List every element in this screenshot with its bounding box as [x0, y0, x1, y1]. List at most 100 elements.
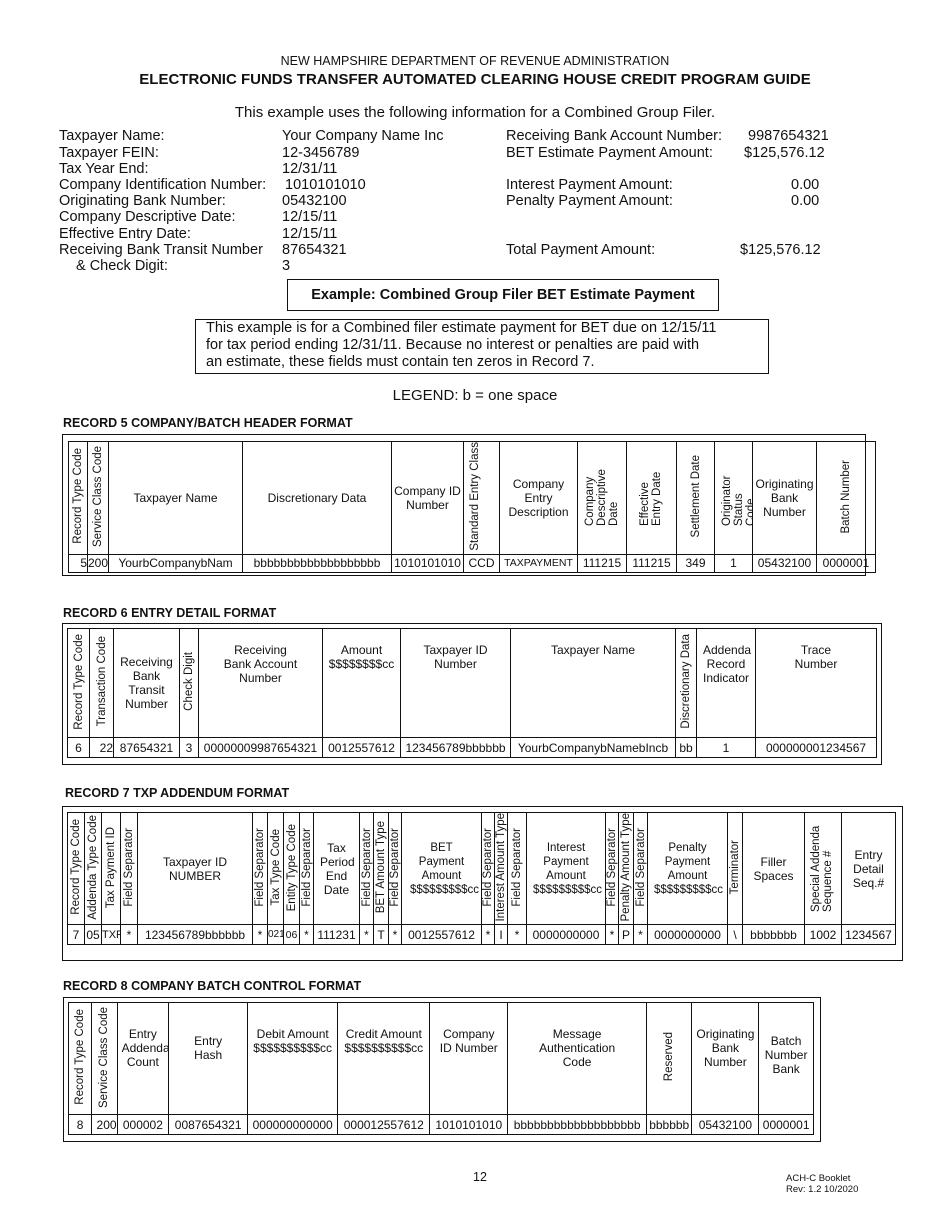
record5-header: Effective Entry Date — [626, 441, 677, 555]
record8-title: RECORD 8 COMPANY BATCH CONTROL FORMAT — [63, 979, 362, 993]
record6-frame — [62, 623, 882, 765]
record7-cell: \ — [727, 924, 743, 946]
record7-cell: * — [120, 924, 138, 946]
record7-cell: 0012557612 — [401, 924, 482, 946]
record7-header: Penalty Amount Type — [618, 811, 634, 926]
info-label: Receiving Bank Account Number: — [506, 128, 722, 144]
record5-header: Batch Number — [816, 441, 876, 555]
record8-header: Batch Number Bank — [758, 1002, 814, 1115]
record7-cell: * — [507, 924, 527, 946]
info-value: 0.00 — [791, 193, 820, 209]
record8-header: Originating Bank Number — [691, 1002, 760, 1115]
info-value: 12/15/11 — [282, 209, 338, 225]
record8-header: Record Type Code — [67, 1002, 93, 1115]
record6-cell: bb — [675, 737, 697, 758]
info-value: 0.00 — [791, 177, 820, 193]
record7-frame — [62, 806, 903, 961]
record5-cell: 05432100 — [752, 553, 817, 573]
record8-cell: bbbbbb — [645, 1114, 693, 1135]
record8-cell: bbbbbbbbbbbbbbbbbbb — [507, 1114, 647, 1135]
info-value: 12/15/11 — [282, 226, 338, 242]
record5-header: Service Class Code — [87, 441, 109, 555]
info-label: Originating Bank Number: — [59, 193, 226, 209]
record6-header: Trace Number — [755, 628, 877, 738]
page-number: 12 — [473, 1170, 487, 1184]
info-value: 12-3456789 — [282, 145, 360, 161]
record6-table: Record Type Code Transaction Code Receiv… — [67, 628, 877, 758]
record7-header: Penalty Payment Amount $$$$$$$$$cc — [647, 811, 728, 926]
record7-cell: * — [299, 924, 314, 946]
record7-header: Addenda Type Code — [84, 811, 102, 926]
record5-cell: 1 — [714, 553, 753, 573]
record7-cell: * — [481, 924, 495, 946]
record8-table: Record Type Code Service Class Code Entr… — [67, 1002, 814, 1135]
intro-text: This example uses the following informat… — [234, 104, 716, 121]
info-label: & Check Digit: — [76, 258, 168, 274]
record6-cell: 22 — [89, 737, 114, 758]
record7-cell: bbbbbbb — [742, 924, 805, 946]
example-description: This example is for a Combined filer est… — [195, 319, 769, 374]
record7-cell: 7 — [67, 924, 85, 946]
record5-header: Company Descriptive Date — [577, 441, 627, 555]
record7-cell: 111231 — [313, 924, 360, 946]
record7-header: Field Separator — [252, 811, 268, 926]
record7-header: BET Amount Type — [373, 811, 389, 926]
record6-header: Receiving Bank Transit Number — [113, 628, 180, 738]
record5-header: Originating Bank Number — [752, 441, 817, 555]
record5-header: Taxpayer Name — [108, 441, 243, 555]
record7-header: Record Type Code — [67, 811, 85, 926]
record7-header: Field Separator — [359, 811, 374, 926]
record7-header: Taxpayer ID NUMBER — [137, 811, 253, 926]
info-value: 05432100 — [282, 193, 347, 209]
record8-header: Entry Hash — [168, 1002, 249, 1115]
record5-header: Standard Entry Class — [463, 441, 500, 555]
record7-header: Tax Period End Date — [313, 811, 360, 926]
example-line: for tax period ending 12/31/11. Because … — [206, 337, 700, 353]
record7-header: Field Separator — [605, 811, 619, 926]
record5-cell: 349 — [676, 553, 715, 573]
record6-cell: 000000001234567 — [755, 737, 877, 758]
record7-header: Field Separator — [507, 811, 527, 926]
record8-cell: 000012557612 — [337, 1114, 431, 1135]
record8-header: Debit Amount $$$$$$$$$$cc — [247, 1002, 339, 1115]
info-label: Total Payment Amount: — [506, 242, 656, 258]
record7-cell: TXP — [101, 924, 121, 946]
record6-header: Taxpayer Name — [510, 628, 676, 738]
info-label: Company Descriptive Date: — [59, 209, 236, 225]
legend: LEGEND: b = one space — [392, 387, 558, 404]
record6-cell: YourbCompanybNamebIncb — [510, 737, 676, 758]
record5-cell: YourbCompanybNam — [108, 553, 243, 573]
info-label: Penalty Payment Amount: — [506, 193, 673, 209]
record5-header: Settlement Date — [676, 441, 715, 555]
record6-cell: 0012557612 — [322, 737, 401, 758]
info-value: $125,576.12 — [740, 242, 821, 258]
footer-note: ACH-C Booklet Rev: 1.2 10/2020 — [786, 1173, 858, 1195]
record8-cell: 1010101010 — [429, 1114, 509, 1135]
record7-header: Entry Detail Seq.# — [841, 811, 896, 926]
record5-cell: 1010101010 — [391, 553, 464, 573]
info-value: 9987654321 — [748, 128, 829, 144]
record7-cell: 0000000000 — [647, 924, 728, 946]
record5-header: Company ID Number — [391, 441, 464, 555]
record6-cell: 00000009987654321 — [198, 737, 323, 758]
record6-header: Addenda Record Indicator — [696, 628, 756, 738]
record6-header: Check Digit — [179, 628, 199, 738]
record8-cell: 8 — [67, 1114, 93, 1135]
record5-cell: 200 — [87, 553, 109, 573]
record5-header: Company Entry Description — [499, 441, 578, 555]
record5-header: Discretionary Data — [242, 441, 392, 555]
record8-header: Entry Addenda Count — [116, 1002, 170, 1115]
record8-header: Message Authentication Code — [507, 1002, 647, 1115]
record7-cell: T — [373, 924, 389, 946]
record7-cell: 05 — [84, 924, 102, 946]
record8-cell: 000000000000 — [247, 1114, 339, 1135]
record6-header: Receiving Bank Account Number — [198, 628, 323, 738]
info-label: Tax Year End: — [59, 161, 149, 177]
record7-header: Terminator — [727, 811, 743, 926]
record7-header: Tax Payment ID — [101, 811, 121, 926]
record5-cell: 5 — [68, 553, 88, 573]
record7-cell: 1002 — [804, 924, 842, 946]
booklet-name: ACH-C Booklet — [786, 1173, 851, 1184]
record5-title: RECORD 5 COMPANY/BATCH HEADER FORMAT — [63, 416, 353, 430]
info-value: 12/31/11 — [282, 161, 338, 177]
